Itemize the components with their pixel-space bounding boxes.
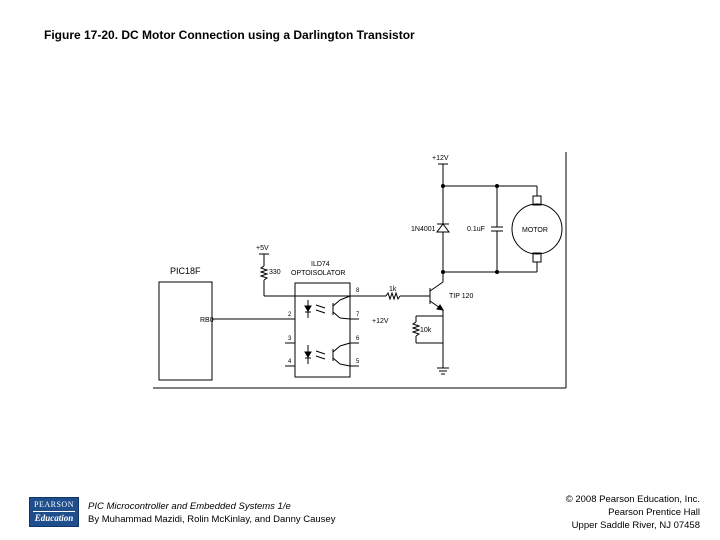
copyright-block: © 2008 Pearson Education, Inc. Pearson P…: [566, 493, 700, 532]
opto-light-1b: [315, 309, 326, 314]
tip120-emitter-arrow: [436, 304, 444, 311]
label-resistor-1k: 1k: [389, 286, 397, 293]
label-resistor-330: 330: [269, 269, 281, 276]
opto-light-1a: [315, 304, 326, 309]
diode-1n4001: [436, 223, 450, 233]
opto-photo-2-e: [332, 357, 341, 365]
tip120-collector: [429, 281, 444, 292]
pearson-logo: PEARSON Education: [29, 497, 79, 527]
label-pin-2: 2: [288, 312, 292, 318]
motor: [511, 203, 563, 255]
opto-photo-1-c: [332, 299, 341, 307]
opto-light-2b: [315, 355, 326, 360]
opto-photo-2-lead-down: [339, 363, 351, 367]
label-transistor: TIP 120: [449, 293, 473, 300]
label-mcu: PIC18F: [170, 266, 201, 276]
copyright-line-3: Upper Saddle River, NJ 07458: [571, 520, 700, 531]
resistor-330: [259, 265, 269, 281]
resistor-1k: [385, 291, 401, 301]
figure-title: Figure 17-20. DC Motor Connection using …: [44, 28, 415, 42]
label-pin-6: 6: [356, 336, 360, 342]
label-opto-2: OPTOISOLATOR: [291, 270, 345, 277]
book-credit: PIC Microcontroller and Embedded Systems…: [88, 500, 335, 526]
label-pin-5: 5: [356, 359, 360, 365]
label-supply-left: +5V: [256, 245, 269, 252]
book-title: PIC Microcontroller and Embedded Systems…: [88, 501, 291, 512]
label-diode: 1N4001: [411, 226, 436, 233]
label-supply-mid: +12V: [372, 318, 389, 325]
label-motor: MOTOR: [522, 227, 548, 234]
opto-photo-2-c: [332, 345, 341, 353]
opto-light-2a: [315, 350, 326, 355]
label-opto-1: ILD74: [311, 261, 330, 268]
motor-terminal-top: [532, 195, 542, 206]
label-pin-8: 8: [356, 288, 360, 294]
label-resistor-10k: 10k: [420, 327, 432, 334]
opto-photo-2-lead-up: [339, 342, 351, 347]
logo-divider: [33, 511, 75, 512]
copyright-line-2: Pearson Prentice Hall: [608, 507, 700, 518]
resistor-10k: [411, 321, 421, 337]
logo-line-1: PEARSON: [34, 500, 74, 509]
opto-photo-1-lead-up: [339, 295, 351, 301]
label-pin-rb0: RB0: [200, 317, 214, 324]
pic18f-chip: [158, 281, 213, 381]
label-pin-3: 3: [288, 336, 292, 342]
label-supply-top: +12V: [432, 155, 449, 162]
book-authors: By Muhammad Mazidi, Rolin McKinlay, and …: [88, 514, 336, 525]
optoisolator-package: [294, 282, 351, 378]
label-pin-4: 4: [288, 359, 292, 365]
opto-photo-1-e: [332, 311, 341, 319]
opto-photo-1-lead-down: [339, 317, 351, 320]
label-capacitor: 0.1uF: [467, 226, 485, 233]
logo-line-2: Education: [34, 513, 74, 523]
label-pin-7: 7: [356, 312, 360, 318]
copyright-line-1: © 2008 Pearson Education, Inc.: [565, 494, 700, 505]
junction-bottom-cap: [495, 270, 499, 274]
